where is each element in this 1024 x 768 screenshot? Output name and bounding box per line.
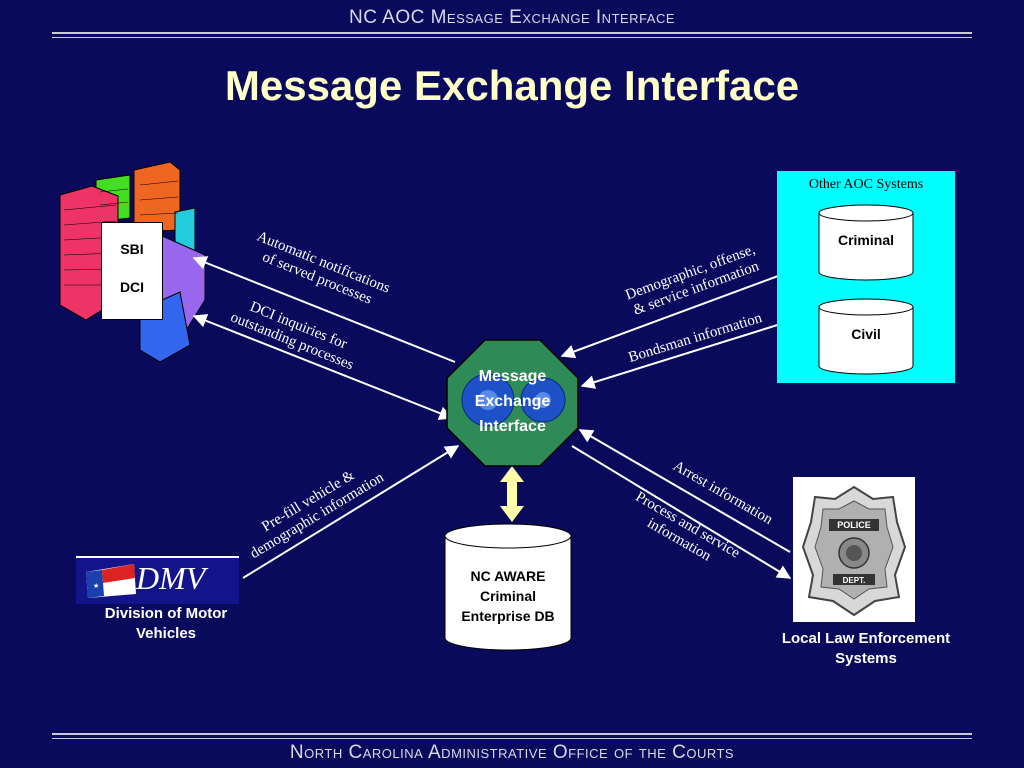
mei-octagon [446,339,579,467]
arrow-prefill [242,445,460,579]
arrow-dci-inquiries [192,314,454,420]
svg-text:★: ★ [93,582,99,590]
other-aoc-systems-box [777,171,955,383]
police-badge-icon: POLICE DEPT. [801,485,907,617]
aware-db-cylinder [444,523,572,651]
mei-label: Message Exchange Interface [474,368,551,435]
footer-rule [52,733,972,735]
dmv-logo-text: DMV [136,560,206,596]
civil-label: Civil [851,326,881,342]
header-title: NC AOC Message Exchange Interface [348,7,676,28]
header-rule-thin [52,37,972,38]
nc-flag-icon: ★ [86,564,136,598]
footer-rule-thin [52,738,972,739]
arrows [192,256,818,579]
dci-label: DCI [119,279,145,295]
footer-title: North Carolina Administrative Office of … [289,742,735,763]
slide-title: Message Exchange Interface [224,62,800,109]
police-badge-image: POLICE DEPT. [793,477,915,622]
lle-label: Local Law Enforcement Systems [781,630,951,667]
dmv-logo: ★ DMV [76,556,239,604]
arrow-process [571,445,792,579]
sbi-buildings-icon [59,161,206,363]
aware-label: NC AWARE Criminal Enterprise DB [461,568,555,624]
sbi-label: SBI [120,241,144,257]
dmv-label: Division of Motor Vehicles [104,605,228,642]
arrow-arrest [578,429,791,553]
sbi-dci-box: SBI DCI [101,222,163,320]
criminal-label: Criminal [837,232,894,248]
svg-text:POLICE: POLICE [837,520,871,530]
other-aoc-systems-title: Other AOC Systems [808,177,924,192]
arrow-aware [500,466,524,522]
svg-text:DEPT.: DEPT. [843,576,866,585]
header-rule [52,32,972,34]
